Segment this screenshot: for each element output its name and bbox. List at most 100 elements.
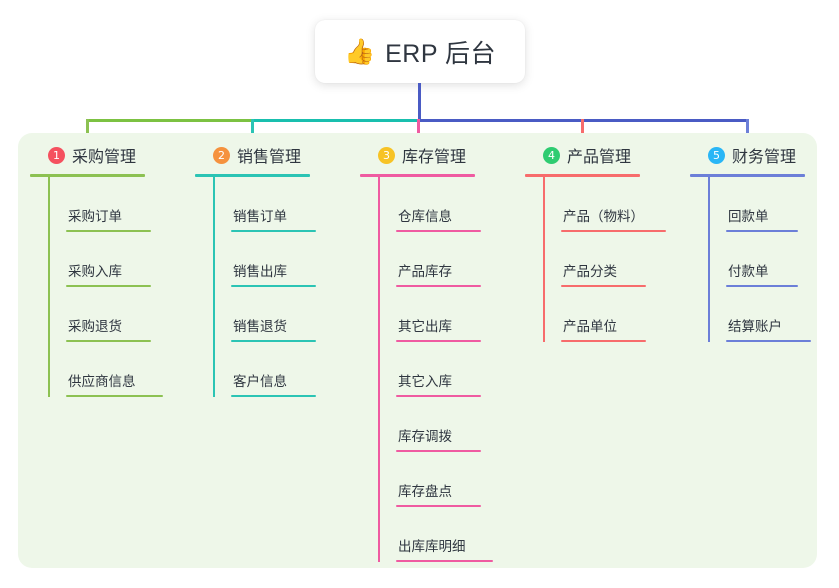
list-item[interactable]: 库存调拨 [378, 397, 493, 452]
list-item-underline [726, 340, 811, 342]
list-item-underline [396, 395, 481, 397]
list-item-underline [396, 505, 481, 507]
trunk-connector-line [418, 83, 421, 122]
list-item-label: 其它入库 [398, 374, 452, 389]
column-spine-line [708, 177, 710, 342]
list-item-label: 产品单位 [563, 319, 617, 334]
list-item-underline [561, 285, 646, 287]
list-item[interactable]: 仓库信息 [378, 177, 493, 232]
list-item-underline [231, 230, 316, 232]
list-item-underline [66, 340, 151, 342]
bus-segment-green [86, 119, 253, 122]
column-badge-icon-3: 3 [378, 146, 395, 164]
content-panel [18, 133, 817, 568]
list-item-underline [396, 340, 481, 342]
list-item-label: 回款单 [728, 209, 769, 224]
column-underline [525, 174, 640, 177]
list-item-underline [396, 230, 481, 232]
list-item[interactable]: 采购入库 [48, 232, 163, 287]
list-item-label: 产品分类 [563, 264, 617, 279]
column-items: 仓库信息产品库存其它出库其它入库库存调拨库存盘点出库库明细 [360, 177, 493, 562]
list-item[interactable]: 产品单位 [543, 287, 666, 342]
list-item[interactable]: 采购退货 [48, 287, 163, 342]
list-item[interactable]: 库存盘点 [378, 452, 493, 507]
list-item-underline [231, 340, 316, 342]
list-item-label: 供应商信息 [68, 374, 136, 389]
list-item-label: 采购退货 [68, 319, 122, 334]
column-badge-icon-2: 2 [213, 146, 230, 164]
column-title: 采购管理 [72, 149, 137, 166]
column-header-3[interactable]: 3 库存管理 [360, 142, 493, 168]
column-items: 回款单付款单结算账户 [690, 177, 811, 342]
list-item-label: 销售订单 [233, 209, 287, 224]
column-title: 财务管理 [732, 149, 797, 166]
column-3: 3 库存管理仓库信息产品库存其它出库其它入库库存调拨库存盘点出库库明细 [360, 142, 493, 562]
column-header-1[interactable]: 1 采购管理 [30, 142, 163, 168]
column-underline [30, 174, 145, 177]
list-item[interactable]: 回款单 [708, 177, 811, 232]
list-item[interactable]: 产品分类 [543, 232, 666, 287]
list-item-underline [396, 450, 481, 452]
column-spine-line [213, 177, 215, 397]
root-node-title: ERP 后台 [385, 39, 497, 68]
list-item-label: 仓库信息 [398, 209, 452, 224]
list-item-label: 结算账户 [728, 319, 782, 334]
list-item-label: 出库库明细 [398, 539, 466, 554]
column-badge-icon-1: 1 [48, 146, 65, 164]
column-badge-icon-5: 5 [708, 146, 725, 164]
list-item-label: 库存盘点 [398, 484, 452, 499]
list-item[interactable]: 供应商信息 [48, 342, 163, 397]
column-items: 产品（物料） 产品分类产品单位 [525, 177, 666, 342]
list-item-label: 其它出库 [398, 319, 452, 334]
column-spine-line [48, 177, 50, 397]
list-item-label: 销售退货 [233, 319, 287, 334]
column-title: 库存管理 [402, 149, 467, 166]
list-item[interactable]: 产品（物料） [543, 177, 666, 232]
column-items: 采购订单采购入库采购退货供应商信息 [30, 177, 163, 397]
list-item-label: 采购入库 [68, 264, 122, 279]
list-item[interactable]: 产品库存 [378, 232, 493, 287]
column-header-2[interactable]: 2 销售管理 [195, 142, 316, 168]
list-item[interactable]: 结算账户 [708, 287, 811, 342]
column-5: 5 财务管理回款单付款单结算账户 [690, 142, 811, 342]
list-item[interactable]: 客户信息 [213, 342, 316, 397]
column-underline [690, 174, 805, 177]
list-item-label: 库存调拨 [398, 429, 452, 444]
list-item-underline [561, 340, 646, 342]
column-underline [195, 174, 310, 177]
list-item-underline [396, 285, 481, 287]
list-item-label: 付款单 [728, 264, 769, 279]
column-1: 1 采购管理采购订单采购入库采购退货供应商信息 [30, 142, 163, 397]
column-spine-line [378, 177, 380, 562]
list-item-label: 产品（物料） [563, 209, 644, 224]
list-item[interactable]: 销售订单 [213, 177, 316, 232]
list-item[interactable]: 销售出库 [213, 232, 316, 287]
list-item-underline [66, 395, 163, 397]
list-item-label: 产品库存 [398, 264, 452, 279]
list-item-underline [231, 285, 316, 287]
column-header-5[interactable]: 5 财务管理 [690, 142, 811, 168]
list-item[interactable]: 其它出库 [378, 287, 493, 342]
list-item[interactable]: 销售退货 [213, 287, 316, 342]
column-items: 销售订单销售出库销售退货客户信息 [195, 177, 316, 397]
column-title: 销售管理 [237, 149, 302, 166]
list-item-label: 采购订单 [68, 209, 122, 224]
list-item[interactable]: 付款单 [708, 232, 811, 287]
list-item[interactable]: 采购订单 [48, 177, 163, 232]
list-item-underline [726, 285, 798, 287]
list-item-underline [66, 285, 151, 287]
column-spine-line [543, 177, 545, 342]
list-item[interactable]: 其它入库 [378, 342, 493, 397]
thumbs-up-icon: 👍 [343, 37, 376, 66]
column-underline [360, 174, 475, 177]
column-badge-icon-4: 4 [543, 146, 560, 164]
list-item-underline [66, 230, 151, 232]
list-item-underline [396, 560, 493, 562]
list-item-label: 客户信息 [233, 374, 287, 389]
bus-segment-teal [252, 119, 419, 122]
root-node-erp-backend[interactable]: 👍 ERP 后台 [315, 20, 525, 83]
list-item[interactable]: 出库库明细 [378, 507, 493, 562]
